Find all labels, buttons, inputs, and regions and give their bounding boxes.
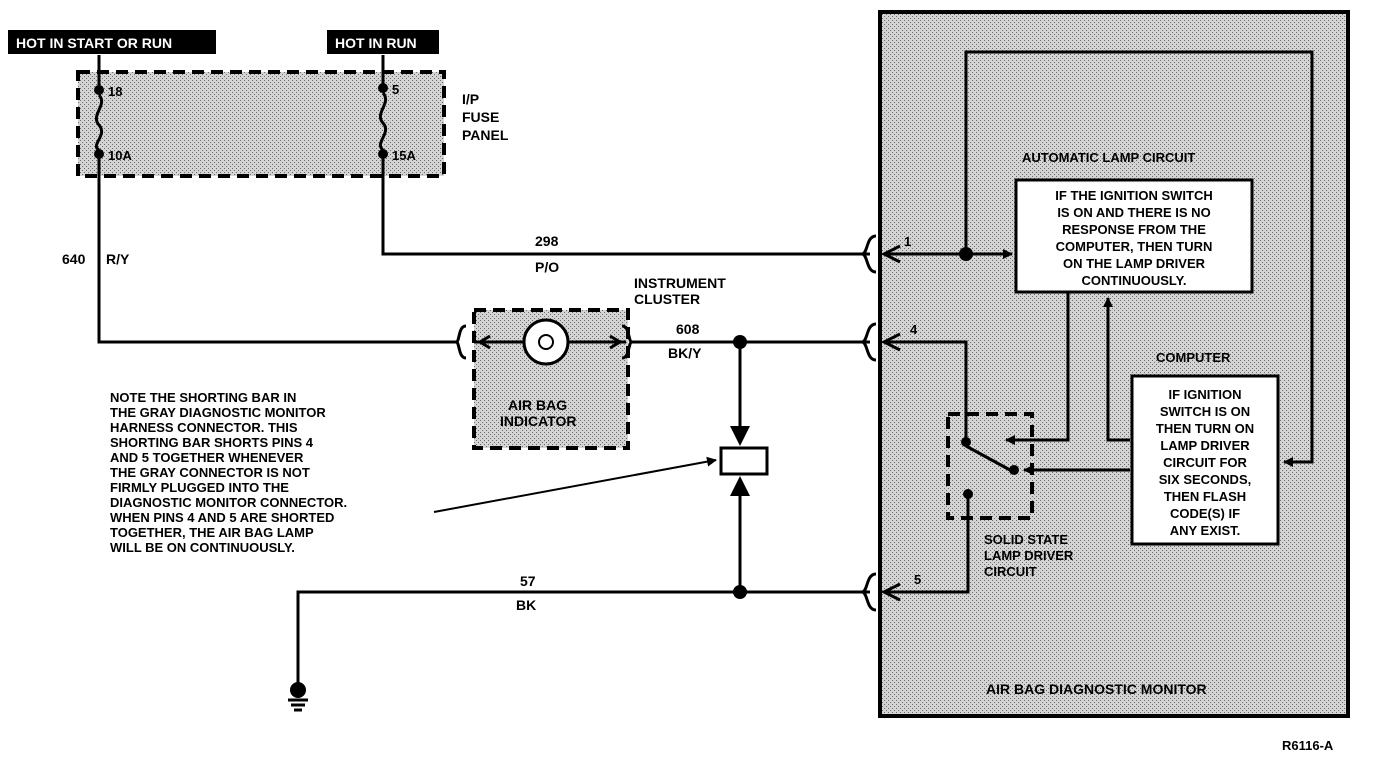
fuse-b: 5 15A — [378, 55, 416, 163]
wire-640-number: 640 — [62, 251, 86, 267]
svg-text:HOT IN RUN: HOT IN RUN — [335, 35, 417, 51]
monitor-title: AIR BAG DIAGNOSTIC MONITOR — [986, 681, 1207, 697]
monitor-internal-wiring — [959, 50, 1314, 475]
connector-pin-1: 1 — [861, 234, 966, 274]
svg-text:IS ON AND THERE IS NO: IS ON AND THERE IS NO — [1057, 205, 1210, 220]
svg-text:10A: 10A — [108, 148, 132, 163]
svg-text:FIRMLY PLUGGED INTO THE: FIRMLY PLUGGED INTO THE — [110, 480, 289, 495]
auto-lamp-title: AUTOMATIC LAMP CIRCUIT — [1022, 150, 1195, 165]
svg-text:DIAGNOSTIC MONITOR CONNECTOR.: DIAGNOSTIC MONITOR CONNECTOR. — [110, 495, 347, 510]
svg-text:IF IGNITION: IF IGNITION — [1169, 387, 1242, 402]
svg-text:CLUSTER: CLUSTER — [634, 291, 700, 307]
svg-text:HARNESS CONNECTOR. THIS: HARNESS CONNECTOR. THIS — [110, 420, 298, 435]
svg-text:INDICATOR: INDICATOR — [500, 413, 576, 429]
svg-text:INSTRUMENT: INSTRUMENT — [634, 275, 726, 291]
computer-title: COMPUTER — [1156, 350, 1231, 365]
svg-text:ON THE LAMP DRIVER: ON THE LAMP DRIVER — [1063, 256, 1206, 271]
svg-text:THEN FLASH: THEN FLASH — [1164, 489, 1246, 504]
svg-text:THE GRAY CONNECTOR IS NOT: THE GRAY CONNECTOR IS NOT — [110, 465, 310, 480]
svg-text:NOTE THE SHORTING BAR IN: NOTE THE SHORTING BAR IN — [110, 390, 296, 405]
svg-text:TOGETHER, THE AIR BAG LAMP: TOGETHER, THE AIR BAG LAMP — [110, 525, 314, 540]
svg-text:PANEL: PANEL — [462, 127, 509, 143]
connector-pin-5: 5 — [861, 496, 970, 612]
wire-640 — [97, 158, 456, 344]
wire-608-color: BK/Y — [668, 345, 702, 361]
svg-text:CODE(S) IF: CODE(S) IF — [1170, 506, 1240, 521]
svg-text:RESPONSE FROM THE: RESPONSE FROM THE — [1062, 222, 1206, 237]
svg-text:I/P: I/P — [462, 91, 479, 107]
wire-640-color: R/Y — [106, 251, 130, 267]
svg-text:LAMP DRIVER: LAMP DRIVER — [984, 548, 1074, 563]
svg-text:FUSE: FUSE — [462, 109, 499, 125]
wire-57-color: BK — [516, 597, 536, 613]
svg-text:ANY EXIST.: ANY EXIST. — [1170, 523, 1241, 538]
svg-text:18: 18 — [108, 84, 122, 99]
svg-text:WILL BE ON CONTINUOUSLY.: WILL BE ON CONTINUOUSLY. — [110, 540, 295, 555]
automatic-lamp-circuit: AUTOMATIC LAMP CIRCUIT IF THE IGNITION S… — [1014, 150, 1254, 294]
svg-text:1: 1 — [904, 234, 911, 249]
air-bag-indicator: AIR BAG INDICATOR — [455, 308, 633, 450]
svg-text:LAMP DRIVER: LAMP DRIVER — [1160, 438, 1250, 453]
wire-57-number: 57 — [520, 573, 536, 589]
computer-block: COMPUTER IF IGNITION SWITCH IS ON THEN T… — [1130, 350, 1280, 546]
shorting-bar-note: NOTE THE SHORTING BAR IN THE GRAY DIAGNO… — [110, 390, 347, 555]
wire-608-number: 608 — [676, 321, 700, 337]
shorting-bar — [719, 342, 769, 592]
svg-text:5: 5 — [914, 572, 921, 587]
svg-text:SOLID STATE: SOLID STATE — [984, 532, 1068, 547]
ground-icon — [288, 682, 308, 712]
hot-start-run-label: HOT IN START OR RUN — [8, 30, 216, 54]
lamp-bulb-icon — [522, 318, 570, 366]
wire-298-color: P/O — [535, 259, 559, 275]
svg-text:WHEN PINS 4 AND 5 ARE SHORTED: WHEN PINS 4 AND 5 ARE SHORTED — [110, 510, 334, 525]
wire-298-number: 298 — [535, 233, 559, 249]
solid-state-lamp-driver: SOLID STATE LAMP DRIVER CIRCUIT — [946, 412, 1074, 579]
svg-text:HOT IN START OR RUN: HOT IN START OR RUN — [16, 35, 172, 51]
svg-text:5: 5 — [392, 82, 399, 97]
wire-298 — [381, 158, 870, 256]
svg-text:AIR BAG: AIR BAG — [508, 397, 567, 413]
wire-57 — [296, 590, 870, 690]
svg-text:15A: 15A — [392, 148, 416, 163]
fuse-a: 18 10A — [94, 55, 132, 163]
svg-text:SWITCH IS ON: SWITCH IS ON — [1160, 404, 1250, 419]
instrument-cluster-label: INSTRUMENT CLUSTER — [634, 275, 726, 307]
fuse-panel-label: I/P FUSE PANEL — [462, 91, 509, 143]
svg-text:CONTINUOUSLY.: CONTINUOUSLY. — [1082, 273, 1187, 288]
svg-text:CIRCUIT FOR: CIRCUIT FOR — [1163, 455, 1247, 470]
svg-text:THE GRAY DIAGNOSTIC MONITOR: THE GRAY DIAGNOSTIC MONITOR — [110, 405, 326, 420]
fuse-panel: 18 10A 5 15A — [76, 55, 446, 178]
connector-pin-4: 4 — [861, 322, 968, 442]
svg-text:4: 4 — [910, 322, 918, 337]
svg-text:AND 5 TOGETHER WHENEVER: AND 5 TOGETHER WHENEVER — [110, 450, 304, 465]
svg-text:COMPUTER, THEN TURN: COMPUTER, THEN TURN — [1056, 239, 1213, 254]
svg-text:IF THE IGNITION SWITCH: IF THE IGNITION SWITCH — [1055, 188, 1212, 203]
svg-text:THEN TURN ON: THEN TURN ON — [1156, 421, 1254, 436]
svg-text:SHORTING BAR SHORTS PINS 4: SHORTING BAR SHORTS PINS 4 — [110, 435, 314, 450]
diagnostic-monitor: AIR BAG DIAGNOSTIC MONITOR — [878, 10, 1350, 718]
figure-id: R6116-A — [1282, 738, 1334, 753]
svg-text:SIX SECONDS,: SIX SECONDS, — [1159, 472, 1251, 487]
hot-run-label: HOT IN RUN — [327, 30, 439, 54]
note-leader — [433, 456, 717, 513]
svg-text:CIRCUIT: CIRCUIT — [984, 564, 1037, 579]
